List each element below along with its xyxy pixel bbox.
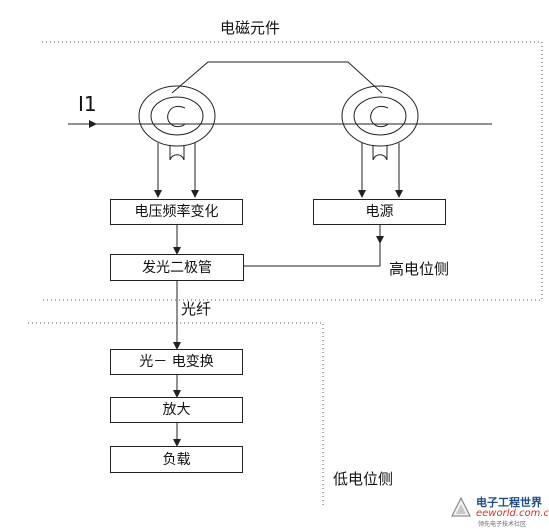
fiber-label: 光纤 <box>181 300 212 318</box>
input-current-label: I1 <box>78 92 97 116</box>
amplifier-box: 放大 <box>110 397 243 423</box>
low-potential-label: 低电位侧 <box>333 470 394 488</box>
low-potential-boundary <box>28 322 324 505</box>
oe-converter-label: 光－ 电变换 <box>139 354 214 370</box>
right-core <box>341 85 419 161</box>
high-potential-boundary <box>42 41 543 301</box>
led-label: 发光二极管 <box>142 259 212 276</box>
eeworld-logo-icon <box>451 496 471 517</box>
converter-label: 电压频率变化 <box>134 204 219 220</box>
diagram-title: 电磁元件 <box>220 19 281 37</box>
led-box: 发光二极管 <box>110 254 244 281</box>
watermark-cn: 电子工程世界 <box>476 496 542 509</box>
power-box: 电源 <box>313 199 446 225</box>
watermark-sub: 领先电子技术社区 <box>478 521 527 528</box>
power-label: 电源 <box>365 204 394 220</box>
oe-converter-box: 光－ 电变换 <box>110 349 243 375</box>
watermark-en: eeworld.com.cn <box>476 508 549 519</box>
converter-box: 电压频率变化 <box>110 199 243 225</box>
left-core <box>138 85 216 161</box>
core-link <box>171 61 383 94</box>
watermark: 电子工程世界 eeworld.com.cn 领先电子技术社区 <box>448 494 549 528</box>
load-box: 负载 <box>110 446 243 473</box>
high-potential-label: 高电位侧 <box>389 260 450 278</box>
load-label: 负载 <box>162 451 191 468</box>
amplifier-label: 放大 <box>162 402 191 418</box>
